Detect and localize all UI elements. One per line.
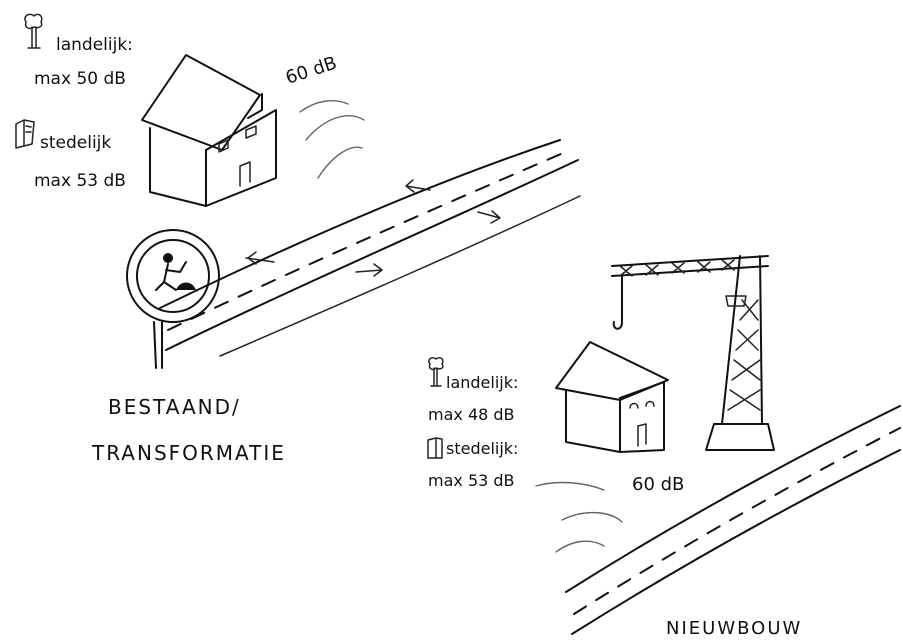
existing-scene: landelijk: max 50 dB stedelijk max 53 dB…: [15, 13, 581, 465]
existing-urban-label: stedelijk: [40, 133, 111, 153]
crane-truss: [619, 259, 735, 277]
urban-building-icon: [15, 119, 35, 149]
construction-crane: [611, 255, 775, 451]
existing-road: [159, 139, 581, 357]
house-door: [239, 161, 251, 187]
urban-building-icon: [427, 437, 443, 459]
sign-post: [153, 321, 163, 369]
house-window: [245, 125, 257, 139]
road-shoulder: [219, 195, 581, 357]
existing-house: [141, 54, 277, 207]
rural-tree-icon: [428, 357, 444, 387]
new-rural-max: max 48 dB: [428, 405, 515, 424]
house-chimney: [247, 93, 263, 119]
house-window: [218, 139, 229, 153]
existing-rural-max: max 50 dB: [34, 69, 126, 89]
existing-noise-level: 60 dB: [283, 53, 339, 89]
house-roof: [141, 54, 261, 151]
house-door: [637, 423, 647, 447]
new-caption: NIEUWBOUW: [666, 618, 802, 639]
house-side-wall: [565, 389, 621, 453]
new-rural-label: landelijk:: [446, 373, 518, 392]
road-center-line: [167, 149, 571, 331]
existing-urban-max: max 53 dB: [34, 171, 126, 191]
traffic-arrow: [355, 263, 383, 277]
existing-caption-line2: TRANSFORMATIE: [91, 441, 286, 465]
existing-caption-line1: BESTAAND/: [108, 395, 241, 419]
road-edge: [565, 405, 901, 593]
house-roof: [555, 341, 669, 401]
road-center-line: [573, 427, 901, 615]
new-urban-max: max 53 dB: [428, 471, 515, 490]
new-house: [555, 341, 669, 453]
house-window: [629, 400, 655, 409]
road-works-sign: [126, 229, 220, 369]
crane-cabin: [725, 295, 747, 307]
traffic-arrow: [245, 251, 275, 265]
rural-tree-icon: [24, 13, 43, 49]
house-front-wall: [205, 109, 277, 207]
house-front-wall: [619, 381, 665, 453]
new-urban-label: stedelijk:: [446, 439, 518, 458]
existing-noise-waves: [299, 100, 365, 179]
road-edge: [571, 449, 901, 635]
crane-hook: [612, 275, 623, 330]
new-road: [565, 405, 901, 635]
road-edge: [159, 139, 561, 309]
crane-base: [705, 423, 775, 451]
new-noise-level: 60 dB: [632, 474, 684, 495]
new-noise-waves: [535, 481, 623, 553]
road-edge: [165, 159, 579, 351]
new-build-scene: landelijk: max 48 dB stedelijk: max 53 d…: [427, 255, 901, 639]
existing-rural-label: landelijk:: [56, 35, 133, 55]
crane-mast: [721, 255, 763, 425]
crane-jib: [611, 255, 769, 277]
house-side-wall: [149, 127, 207, 207]
crane-mast-bracing: [727, 299, 761, 411]
traffic-arrow: [477, 210, 501, 224]
traffic-arrow: [405, 179, 431, 193]
